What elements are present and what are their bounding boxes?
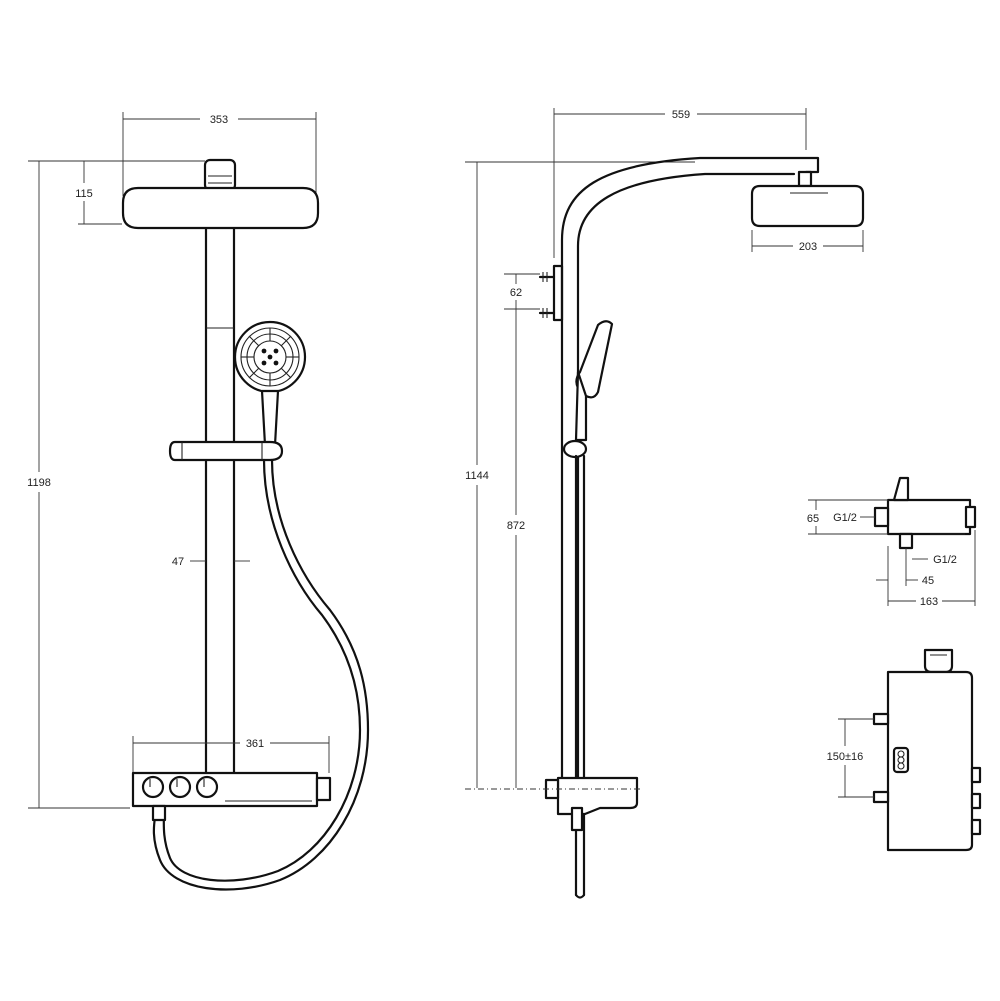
dim-valve-depth-label: 163: [920, 596, 938, 608]
dim-side-lower: 872: [507, 309, 525, 788]
slider-holder: [168, 440, 284, 462]
dim-side-head: 203: [751, 230, 864, 253]
dim-bracket-spacing: 62: [504, 273, 540, 310]
control-knob-1: [141, 775, 165, 799]
dim-valve-height-label: 65: [807, 513, 819, 525]
hand-shower-handle: [260, 389, 280, 447]
dim-total-height-label: 1198: [27, 477, 51, 489]
dim-valve-depth: 163: [888, 530, 976, 608]
dim-side-lower-label: 872: [507, 520, 525, 532]
dim-bracket-spacing-label: 62: [510, 287, 522, 299]
dim-shelf-width-label: 361: [246, 738, 264, 750]
dim-head-width-label: 353: [210, 114, 228, 126]
dim-total-height: 1198: [27, 161, 130, 809]
thread-lower-label: G1/2: [933, 554, 957, 566]
side-view: 559 1144 62 872: [465, 108, 865, 899]
control-knob-2: [168, 775, 192, 799]
dim-outlet-offset-label: 45: [922, 575, 934, 587]
rain-shower-head: [121, 186, 320, 230]
side-shelf: [556, 776, 639, 816]
dim-rail-offset: 47: [172, 556, 250, 568]
side-slider: [562, 439, 588, 459]
thermostat-shelf: [131, 771, 332, 822]
control-knob-3: [195, 775, 219, 799]
front-view: 353 115 1198: [27, 112, 370, 891]
dim-side-head-label: 203: [799, 241, 817, 253]
wall-bracket: [552, 264, 564, 322]
dim-arm-reach: 559: [553, 108, 807, 258]
dim-arm-reach-label: 559: [672, 109, 690, 121]
valve-body-rear: [886, 670, 974, 852]
dim-side-total: 1144: [465, 161, 695, 788]
dim-shelf-width: 361: [132, 736, 330, 773]
dim-inlet-spacing-label: 150±16: [827, 751, 864, 763]
dim-outlet-offset: 45: [876, 546, 934, 606]
hand-shower: [233, 320, 307, 447]
valve-body-side: [886, 498, 972, 536]
dim-side-total-label: 1144: [465, 470, 489, 482]
inlet-lower: [872, 790, 890, 804]
hose-outlet: [151, 804, 167, 822]
valve-side-detail: 65 G1/2 G1/2 45 163: [807, 476, 977, 608]
thread-upper-label: G1/2: [833, 512, 857, 524]
shower-rail: [204, 218, 236, 777]
inlet-upper: [872, 712, 890, 726]
screw-upper: [538, 272, 556, 282]
shower-arm: [560, 156, 820, 782]
dim-head-width: 353: [122, 112, 317, 196]
head-connector: [203, 158, 237, 192]
valve-indicator: [892, 746, 910, 774]
dim-head-height-label: 115: [75, 188, 93, 200]
valve-rear-detail: 150±16: [827, 648, 982, 852]
valve-top-cap: [923, 648, 954, 674]
dim-head-height: 115: [28, 160, 205, 225]
hose: [152, 458, 370, 891]
dim-inlet-spacing: 150±16: [827, 718, 874, 798]
dim-rail-offset-label: 47: [172, 556, 184, 568]
side-hand-handle: [574, 370, 588, 442]
screw-lower: [538, 308, 556, 318]
side-rain-head: [750, 184, 865, 228]
dim-valve-height: 65: [807, 499, 888, 535]
side-head-connector: [797, 170, 813, 188]
